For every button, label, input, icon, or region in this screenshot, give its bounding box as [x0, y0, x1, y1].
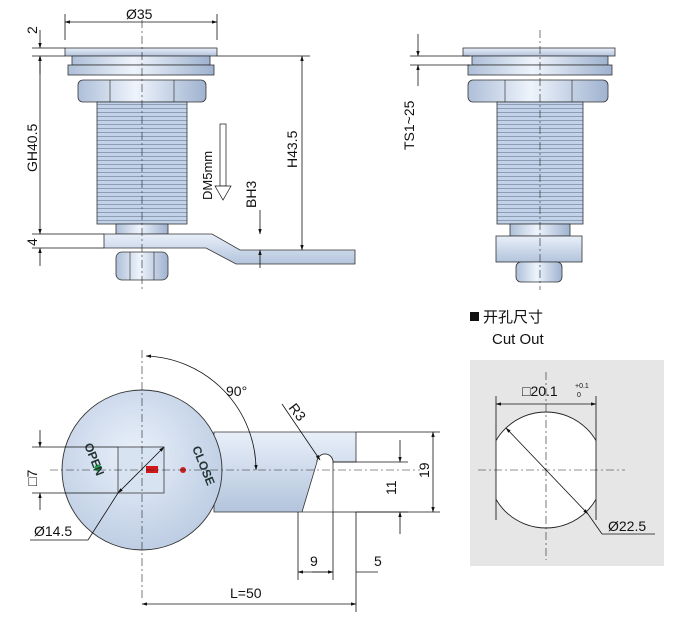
slot-width-label: 11 — [383, 480, 399, 495]
end-view: TS1~25 — [401, 30, 616, 290]
front-view: OPEN CLOSE 90° R3 □7 Ø14.5 11 19 — [24, 350, 440, 612]
grip-label: GH40.5 — [24, 124, 40, 172]
cam-body — [213, 431, 357, 513]
height-label: H43.5 — [284, 130, 300, 168]
cutout-diameter-label: Ø22.5 — [608, 518, 646, 534]
section-marker — [470, 312, 479, 321]
side-view: Ø35 2 GH40.5 4 DM5mm BH3 H43.5 — [24, 6, 356, 290]
angle-label: 90° — [226, 383, 247, 399]
end-hex-nut — [467, 79, 609, 103]
cutout-section: 开孔尺寸 Cut Out □20.1 +0.1 0 Ø22.5 — [470, 309, 664, 566]
cutout-tol-lower: 0 — [577, 392, 581, 399]
slot-depth-label: 9 — [310, 553, 318, 569]
tip-label: 5 — [374, 553, 382, 569]
cutout-heading-zh: 开孔尺寸 — [483, 309, 543, 326]
thickness-label: TS1~25 — [401, 100, 417, 150]
cutout-heading-en: Cut Out — [492, 331, 545, 348]
bore-label: Ø14.5 — [34, 523, 72, 539]
lock-flange — [64, 47, 218, 57]
thread-depth-label: DM5mm — [200, 151, 215, 200]
cam-offset-label: 4 — [24, 238, 40, 246]
side-diameter-label: Ø35 — [126, 6, 153, 22]
cam-plate — [103, 233, 356, 265]
lock-washer — [71, 55, 211, 66]
cam-height-label: BH3 — [243, 181, 259, 208]
cam-width-label: 19 — [416, 462, 432, 478]
square-label: □7 — [24, 470, 40, 486]
key-slot-marker — [146, 466, 158, 473]
cutout-flat-label: □20.1 — [522, 383, 558, 399]
cutout-tol-upper: +0.1 — [575, 383, 589, 390]
lock-serrated-washer — [67, 64, 215, 76]
length-label: L=50 — [230, 585, 262, 601]
radius-label: R3 — [286, 400, 310, 424]
flange-label: 2 — [24, 26, 40, 34]
